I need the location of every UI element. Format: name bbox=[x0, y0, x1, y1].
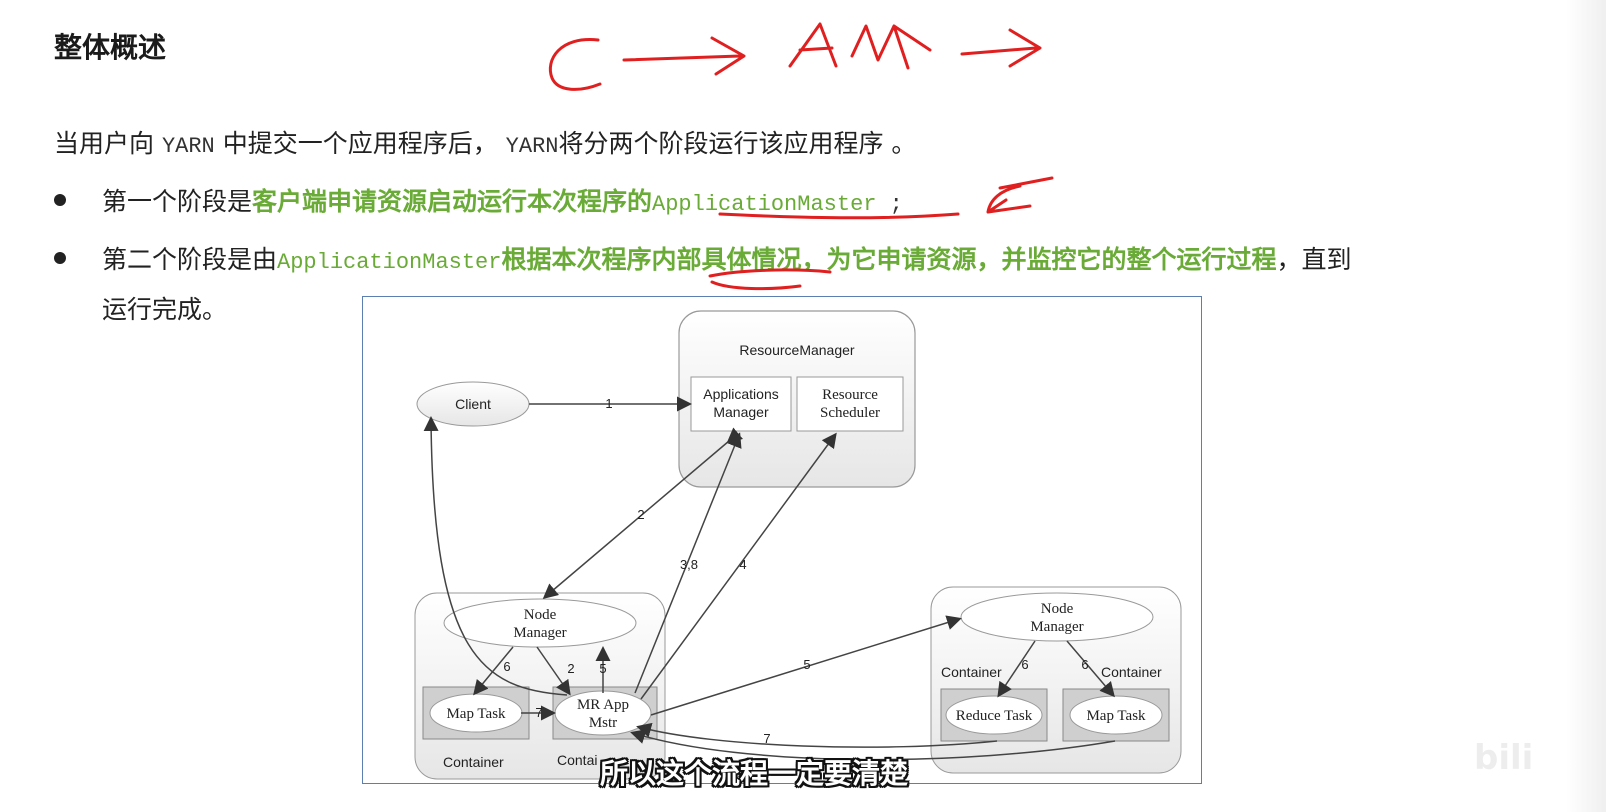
bullet-2-lead: 第二个阶段是由 bbox=[102, 245, 278, 274]
reduce-task bbox=[945, 695, 1043, 735]
edge-7-right bbox=[636, 722, 998, 748]
diagram-canvas: ResourceManager Applications Manager Res… bbox=[414, 310, 1182, 780]
applications-manager-label-1: Applications bbox=[703, 386, 779, 402]
mid-container-label: Contai bbox=[557, 752, 597, 768]
edge-label-6-right-a: 6 bbox=[1021, 657, 1028, 672]
left-node-manager-label-2: Manager bbox=[513, 625, 566, 641]
handwritten-c bbox=[548, 38, 602, 91]
intro-yarn-2: YARN bbox=[505, 134, 559, 159]
handwritten-a bbox=[788, 22, 838, 68]
left-node-manager-label-1: Node bbox=[524, 607, 557, 623]
left-node-manager bbox=[443, 598, 637, 648]
bullet-2-tail: ，直到 bbox=[1276, 245, 1352, 274]
edge-label-5-up: 5 bbox=[599, 661, 606, 676]
intro-text-1: 当用户向 bbox=[54, 129, 162, 158]
bullet-1-highlight: 客户端申请资源启动运行本次程序的 bbox=[252, 187, 653, 216]
handwritten-m bbox=[850, 24, 932, 70]
bullet-1-tail: ; bbox=[876, 192, 903, 217]
applications-manager-label-2: Manager bbox=[713, 404, 769, 420]
video-subtitle: 所以这个流程一定要清楚 bbox=[600, 757, 909, 790]
resource-scheduler-box bbox=[796, 376, 904, 432]
bullet-dot bbox=[54, 194, 66, 206]
bullet-2-continuation: 运行完成。 bbox=[102, 295, 228, 324]
edge-6-right-a bbox=[997, 640, 1036, 698]
bullet-stage-1: 第一个阶段是客户端申请资源启动运行本次程序的ApplicationMaster … bbox=[54, 182, 903, 218]
edge-label-6-right-b: 6 bbox=[1081, 657, 1088, 672]
edge-5 bbox=[650, 615, 962, 716]
edge-6-left bbox=[473, 646, 514, 696]
resource-scheduler-label-2: Scheduler bbox=[820, 405, 880, 421]
bilibili-watermark: bili bbox=[1474, 738, 1534, 778]
edge-label-6-left: 6 bbox=[503, 659, 510, 674]
handwritten-squiggle bbox=[710, 280, 802, 291]
right-map-task-label: Map Task bbox=[1086, 708, 1146, 724]
intro-text-3: 将分两个阶段运行该应用程序 。 bbox=[558, 129, 917, 158]
mr-app-mstr-label-1: MR App bbox=[577, 697, 629, 713]
edge-label-5: 5 bbox=[803, 657, 810, 672]
edge-label-2-left: 2 bbox=[567, 661, 574, 676]
edge-6-right-b bbox=[1066, 640, 1115, 698]
intro-yarn-1: YARN bbox=[161, 134, 215, 159]
right-container-label-a: Container bbox=[941, 664, 1002, 680]
right-node-manager-label-1: Node bbox=[1041, 601, 1074, 617]
client-label: Client bbox=[455, 396, 491, 412]
yarn-workflow-diagram: ResourceManager Applications Manager Res… bbox=[362, 296, 1202, 784]
bullet-2-appmaster: ApplicationMaster bbox=[277, 250, 502, 275]
reduce-task-label: Reduce Task bbox=[956, 708, 1033, 724]
right-edge-shade bbox=[1566, 0, 1606, 812]
resource-scheduler-label-1: Resource bbox=[822, 387, 878, 403]
handwritten-arrow-1 bbox=[622, 36, 746, 76]
edge-label-1: 1 bbox=[605, 396, 612, 411]
intro-paragraph: 当用户向 YARN 中提交一个应用程序后， YARN将分两个阶段运行该应用程序 … bbox=[54, 124, 916, 160]
edge-label-2: 2 bbox=[637, 507, 644, 522]
edge-label-3-8: 3,8 bbox=[680, 557, 698, 572]
right-map-task bbox=[1069, 695, 1163, 735]
bullet-1-lead: 第一个阶段是 bbox=[102, 187, 253, 216]
resource-manager-label: ResourceManager bbox=[739, 342, 855, 358]
edge-client-return bbox=[423, 416, 568, 696]
handwritten-arrow-2 bbox=[960, 28, 1042, 68]
edge-label-4: 4 bbox=[739, 557, 746, 572]
intro-text-2: 中提交一个应用程序后， bbox=[214, 129, 506, 158]
edge-3-8 bbox=[634, 432, 742, 694]
edge-map-return bbox=[630, 729, 1116, 761]
bullet-stage-2: 第二个阶段是由ApplicationMaster根据本次程序内部具体情况，为它申… bbox=[54, 240, 1351, 276]
edge-4 bbox=[640, 432, 837, 700]
edge-label-7-left: 7 bbox=[535, 705, 542, 720]
right-node-manager-label-2: Manager bbox=[1030, 619, 1083, 635]
left-map-task-label: Map Task bbox=[446, 706, 506, 722]
handwritten-check-arrow bbox=[986, 176, 1054, 214]
page-title: 整体概述 bbox=[54, 31, 167, 64]
bullet-2-highlight: 根据本次程序内部具体情况，为它申请资源，并监控它的整个运行过程 bbox=[501, 245, 1277, 274]
applications-manager-box bbox=[690, 376, 792, 432]
edge-label-7-right: 7 bbox=[763, 731, 770, 746]
right-container-label-b: Container bbox=[1101, 664, 1162, 680]
left-container-label: Container bbox=[443, 754, 504, 770]
bullet-dot bbox=[54, 252, 66, 264]
edge-2-left bbox=[536, 646, 571, 696]
edge-2 bbox=[542, 427, 744, 599]
mr-app-mstr-label-2: Mstr bbox=[589, 715, 617, 731]
bullet-1-appmaster: ApplicationMaster bbox=[652, 192, 877, 217]
